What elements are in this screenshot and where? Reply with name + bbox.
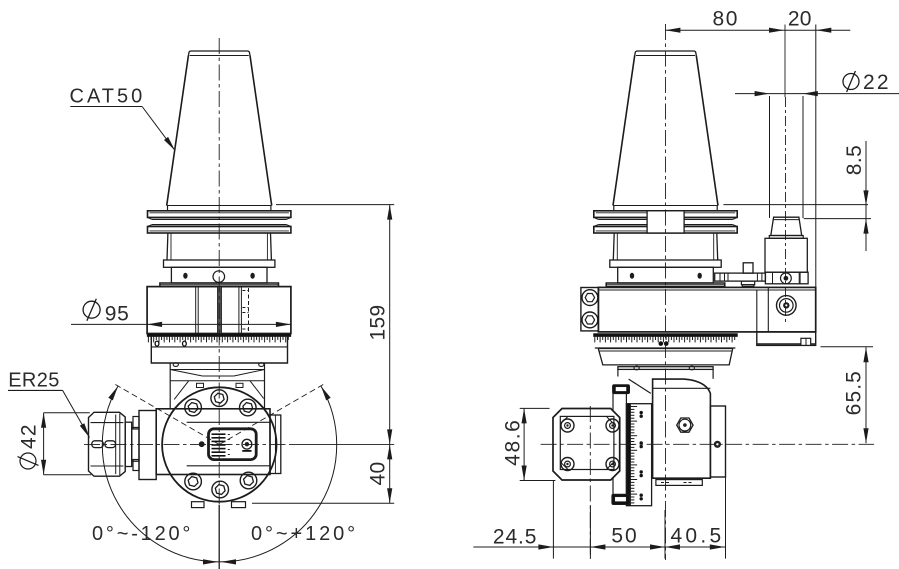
svg-text:ER25: ER25 (8, 369, 60, 391)
svg-text:8.5: 8.5 (843, 145, 866, 175)
svg-text:0°~-120°: 0°~-120° (92, 523, 193, 545)
svg-text:40: 40 (366, 462, 389, 486)
svg-text:20: 20 (788, 7, 812, 30)
svg-text:CAT50: CAT50 (70, 85, 146, 107)
svg-text:159: 159 (366, 305, 389, 341)
svg-text:24.5: 24.5 (493, 526, 537, 549)
svg-text:80: 80 (713, 7, 740, 30)
svg-text:40.5: 40.5 (670, 525, 724, 548)
svg-text:65.5: 65.5 (843, 370, 866, 415)
svg-text:48.6: 48.6 (502, 419, 525, 466)
svg-text:95: 95 (105, 302, 130, 325)
svg-text:22: 22 (863, 71, 891, 94)
svg-text:42: 42 (17, 423, 40, 449)
svg-text:50: 50 (611, 525, 638, 548)
svg-text:0°~+120°: 0°~+120° (251, 523, 358, 545)
